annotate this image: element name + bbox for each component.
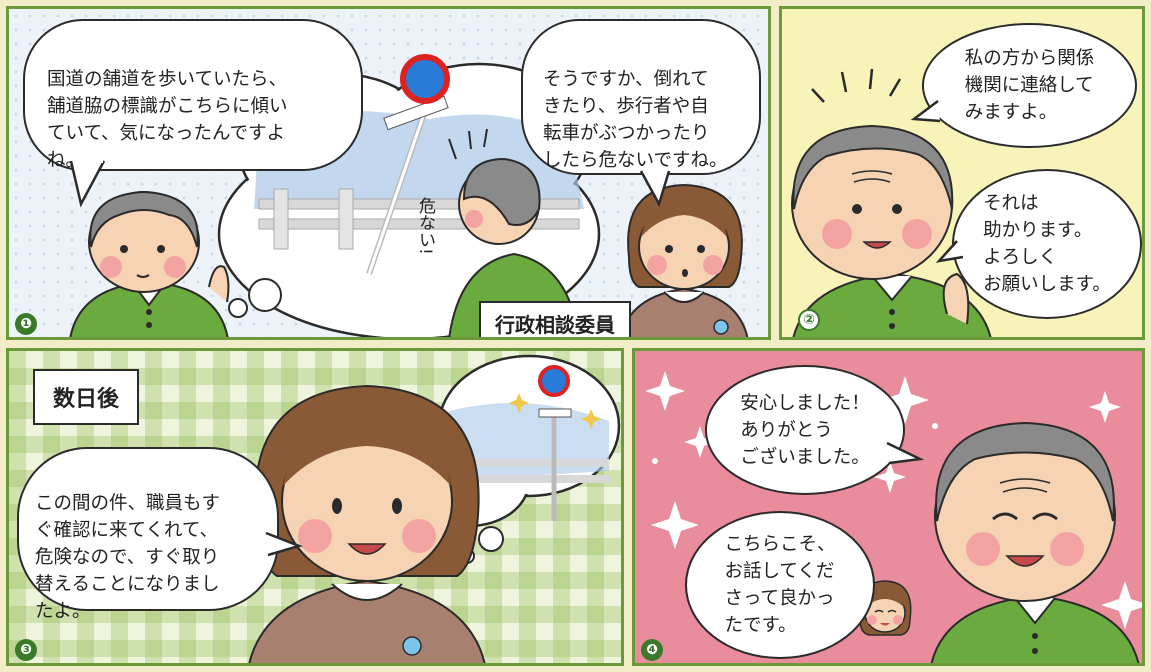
panel-3: 数日後 この間の件、職員もす ぐ確認に来てくれて、 危険なので、すぐ取り 替える… [6,348,624,666]
speech-text: 安心しました！ ありがとう ございました。 [740,392,870,468]
bubble-tail [639,169,671,208]
speech-bubble-bottom: それは 助かります。 よろしく お願いします。 [952,169,1142,319]
old-man-character [69,190,230,337]
speech-text: 国道の舗道を歩いていたら、 舗道脇の標識がこちらに傾い ていて、気になったんです… [47,69,288,171]
bubble-tail [886,441,925,465]
woman-character [619,183,749,337]
caption-role: 行政相談委員 [479,301,631,337]
exclaim-text: 危ない! [415,197,435,255]
speech-bubble-right: そうですか、倒れて きたり、歩行者や自 転車がぶつかったり したら危ないですね。 [521,19,761,175]
caption-time: 数日後 [33,369,140,425]
speech-text: 私の方から関係 機関に連絡して みますよ。 [964,48,1095,123]
panel-number: ❶ [15,313,37,335]
panel-number: ② [798,309,820,331]
panel-number: ❸ [15,639,37,661]
speech-text: こちらこそ、 お話してくだ さって良かっ たです。 [724,534,836,636]
old-man-character [930,421,1140,663]
speech-bubble-top: 私の方から関係 機関に連絡して みますよ。 [922,23,1137,148]
emphasis-lines [811,68,902,103]
speech-text: そうですか、倒れて きたり、歩行者や自 転車がぶつかったり したら危ないですね。 [543,69,728,171]
speech-text: この間の件、職員もす ぐ確認に来てくれて、 危険なので、すぐ取り 替えることにな… [35,493,221,622]
panel-1: 危ない! 国道の舗道を歩いていたら、 舗道脇の標識がこちらに傾い ていて、気にな… [6,6,771,340]
bubble-tail [265,531,303,557]
speech-bubble: この間の件、職員もす ぐ確認に来てくれて、 危険なので、すぐ取り 替えることにな… [17,447,279,622]
old-man-character [791,124,992,337]
thought-cloud [217,54,601,337]
panel-number: ❹ [641,639,663,661]
speech-text: それは 助かります。 よろしく お願いします。 [983,193,1111,295]
speech-bubble-left: 国道の舗道を歩いていたら、 舗道脇の標識がこちらに傾い ていて、気になったんです… [23,19,363,171]
speech-bubble-bottom: こちらこそ、 お話してくだ さって良かっ たです。 [685,511,875,659]
panel-2: 私の方から関係 機関に連絡して みますよ。 それは 助かります。 よろしく お願… [779,6,1145,340]
bubble-tail [935,240,964,263]
bubble-tail [69,159,106,208]
bubble-tail [910,100,941,123]
panel-4: 安心しました！ ありがとう ございました。 こちらこそ、 お話してくだ さって良… [632,348,1145,666]
speech-bubble-top: 安心しました！ ありがとう ございました。 [705,365,905,495]
woman-character [248,384,486,663]
